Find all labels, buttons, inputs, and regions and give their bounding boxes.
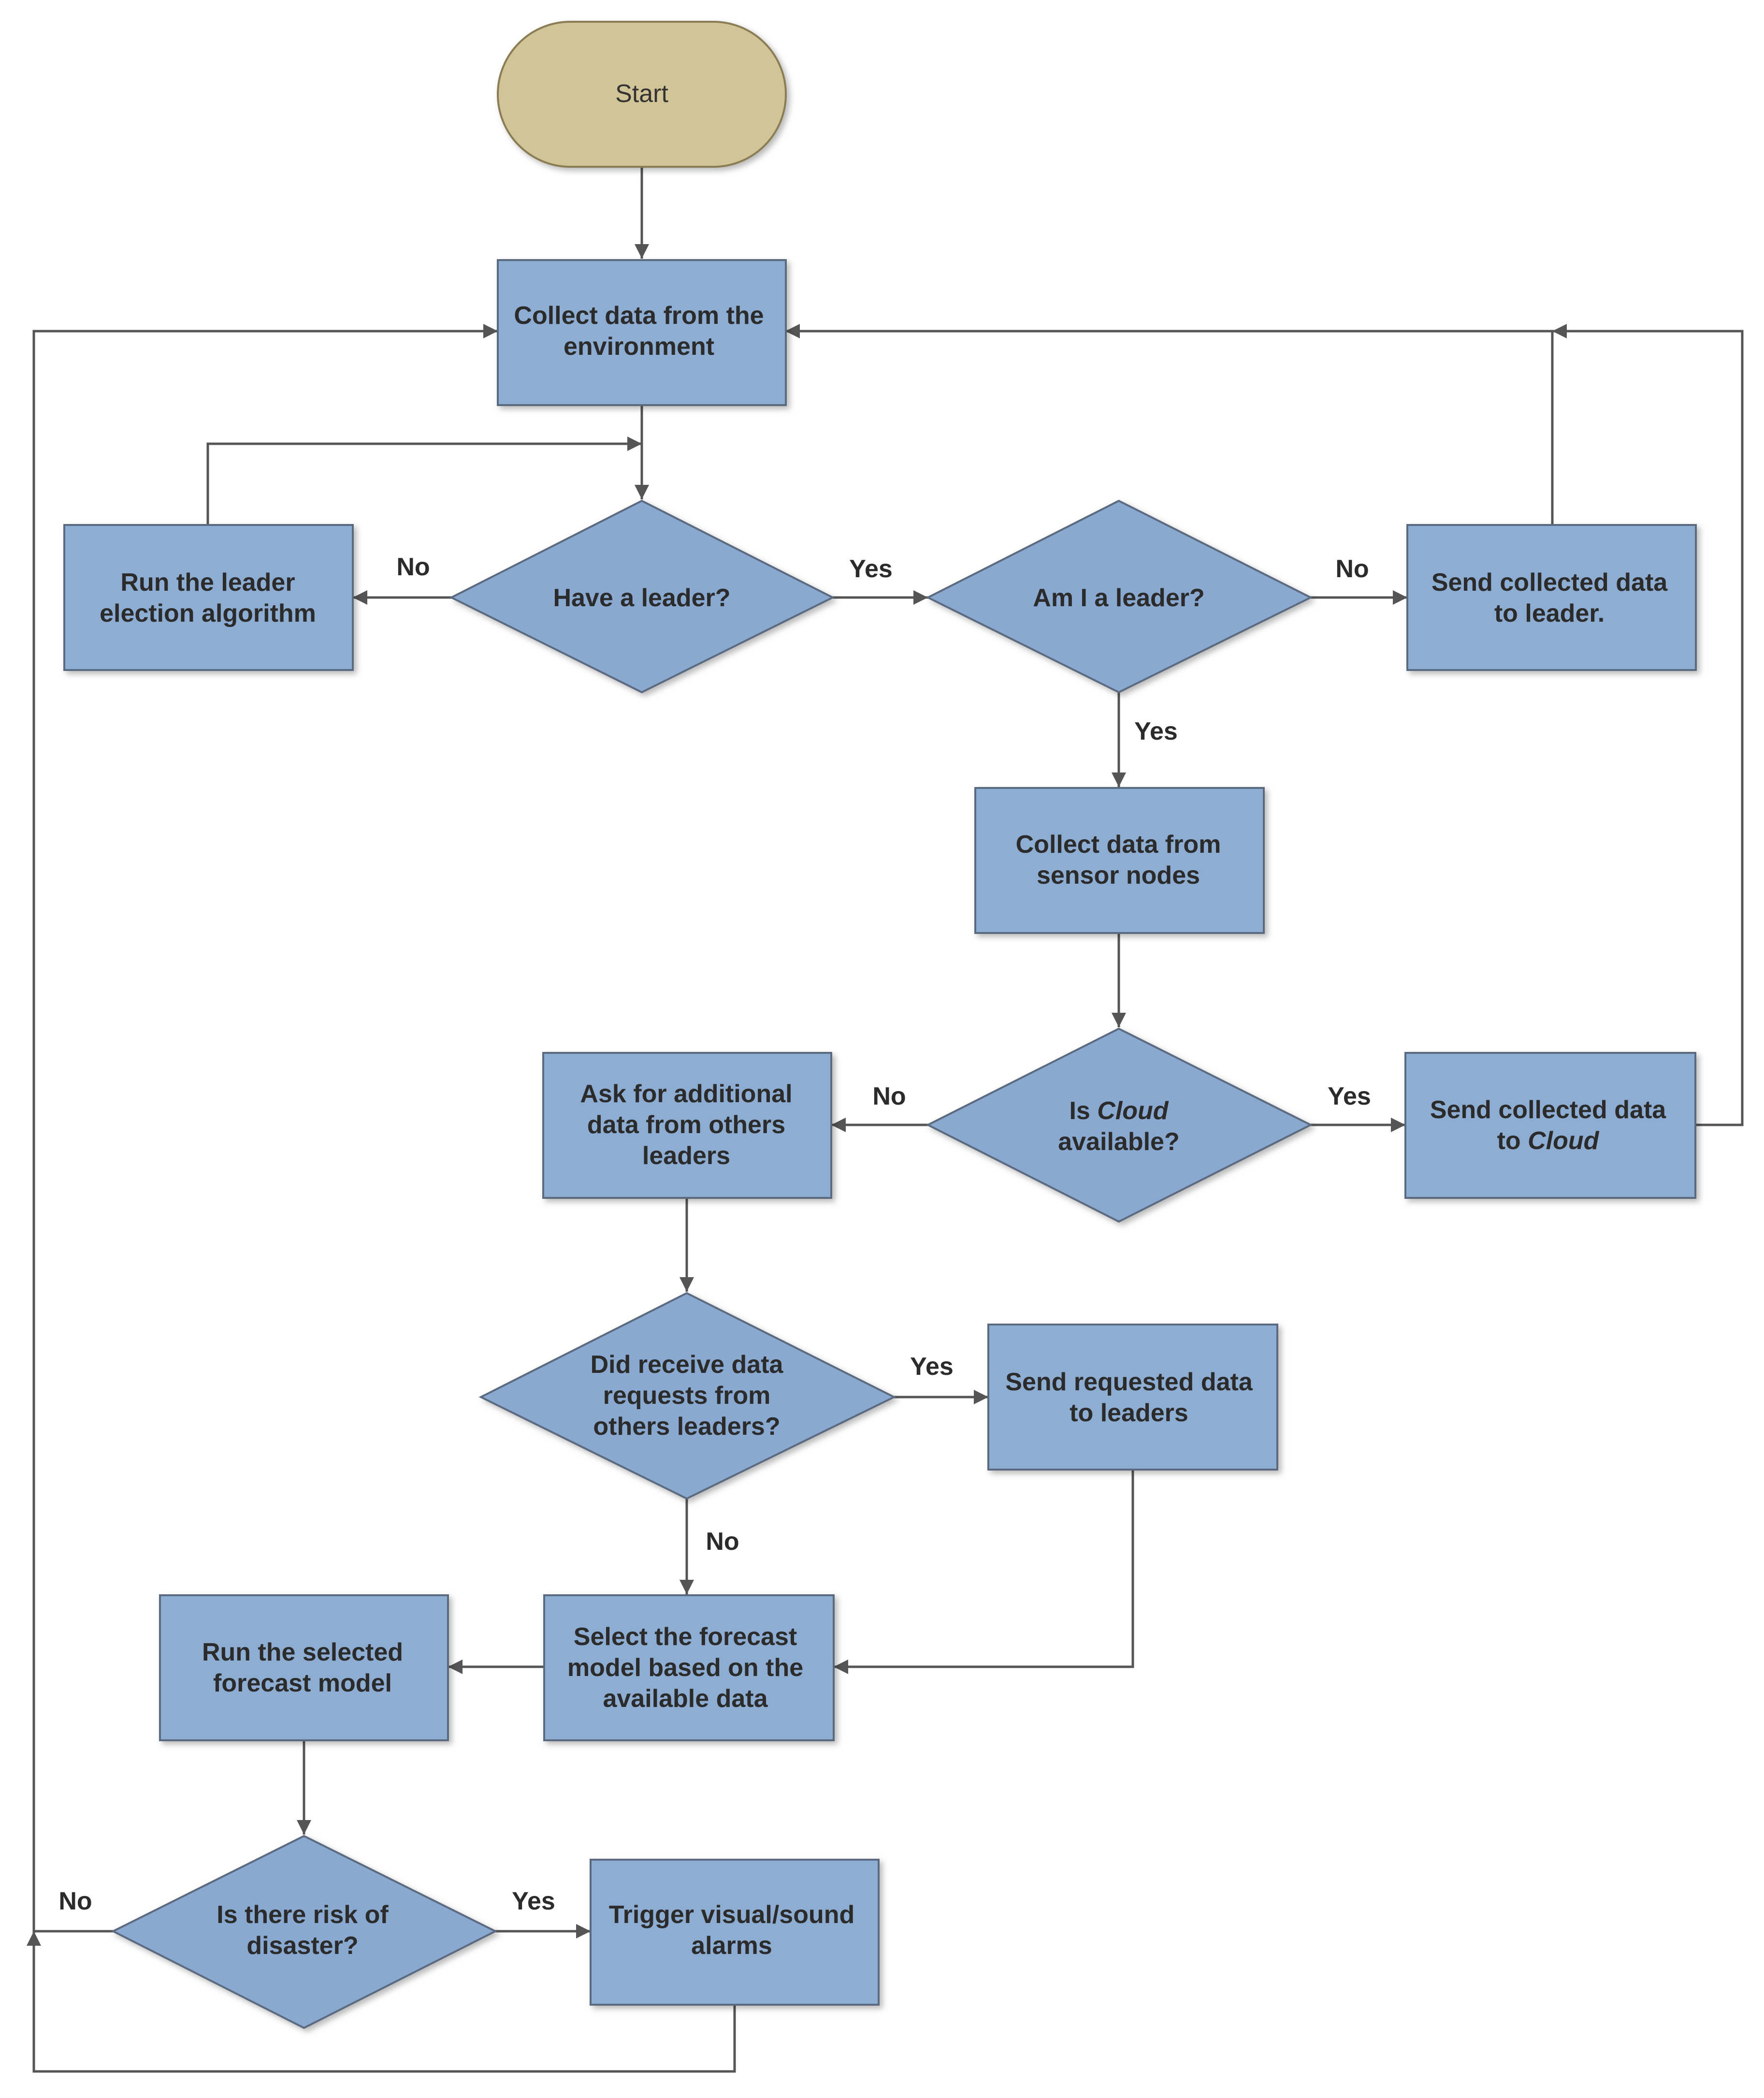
receive-requests-label: Did receive data requests from others lead… <box>591 1351 784 1441</box>
node-label-part: Send collected data <box>1430 1096 1666 1124</box>
collect-env-label: Collect data from the environment <box>514 302 764 361</box>
node-label-part: Is <box>1069 1097 1097 1125</box>
run-model-label: Run the selected forecast model <box>202 1638 403 1697</box>
edge-risk-no-loop <box>32 324 498 1933</box>
node-label-part: Send requested data <box>1005 1368 1253 1396</box>
node-label-part: model based on the <box>567 1654 803 1682</box>
node-label-part: data from others <box>587 1111 785 1139</box>
am-i-leader-label: Am I a leader? <box>1033 584 1204 612</box>
am-i-leader-yes-label: Yes <box>1134 717 1178 745</box>
node-label-part: Did receive data <box>591 1351 784 1379</box>
cloud-available-label: Is Cloud available? <box>1058 1097 1179 1156</box>
node-label-part: election algorithm <box>100 599 316 627</box>
cloud-no-label: No <box>872 1082 906 1110</box>
node-label-part: to <box>1497 1127 1528 1155</box>
risk-disaster-decision <box>111 1835 498 2029</box>
node-label-part: forecast model <box>213 1669 392 1697</box>
node-label-part: to leader. <box>1494 599 1605 627</box>
have-leader-no-label: No <box>396 553 430 581</box>
cloud-available-decision <box>925 1027 1313 1223</box>
nodes <box>63 21 1697 2029</box>
node-label-part: disaster? <box>246 1932 358 1960</box>
node-label-part: Cloud <box>1528 1127 1600 1155</box>
node-label-part: Trigger visual/sound <box>609 1901 855 1929</box>
node-label-part: requests from <box>603 1382 771 1410</box>
node-label-part: leaders <box>642 1142 730 1170</box>
requests-yes-label: Yes <box>910 1353 954 1381</box>
node-label-part: Select the forecast <box>574 1623 797 1651</box>
am-i-leader-no-label: No <box>1335 555 1369 583</box>
risk-no-label: No <box>58 1887 92 1915</box>
edge-send-leader-loop <box>785 324 1554 525</box>
select-model-label: Select the forecast model based on the ava… <box>567 1623 803 1713</box>
node-label-part: Send collected data <box>1431 568 1668 597</box>
node-label-part: Collect data from the <box>514 302 764 330</box>
node-label-part: Have a leader? <box>553 584 730 612</box>
receive-requests-decision <box>478 1292 896 1500</box>
edge-labels: No Yes No Yes No Yes Yes No No Yes <box>58 553 1371 1915</box>
node-label-part: Run the leader <box>120 568 295 597</box>
am-i-leader-decision <box>925 499 1313 694</box>
node-label-part: others leaders? <box>593 1413 780 1441</box>
send-requested-process <box>987 1324 1278 1471</box>
start-label: Start <box>615 80 668 108</box>
send-to-cloud-label: Send collected data to Cloud <box>1430 1096 1666 1155</box>
node-label-part: Run the selected <box>202 1638 403 1666</box>
node-label-part: available? <box>1058 1128 1179 1156</box>
trigger-alarms-process <box>590 1859 880 2006</box>
ask-additional-label: Ask for additional data from others leader… <box>580 1080 792 1170</box>
node-label-part: alarms <box>691 1932 772 1960</box>
collect-sensor-process <box>974 787 1265 934</box>
node-label-part: available data <box>603 1685 768 1713</box>
collect-env-process <box>497 259 787 406</box>
node-label-part: environment <box>564 333 714 361</box>
cloud-yes-label: Yes <box>1328 1082 1371 1110</box>
ask-additional-process <box>542 1052 832 1199</box>
edge-send-requested-to-select <box>834 1470 1134 1674</box>
risk-yes-label: Yes <box>512 1887 555 1915</box>
node-label-part: Am I a leader? <box>1033 584 1204 612</box>
node-labels: Start Collect data from the environment H… <box>100 80 1668 1960</box>
node-label-part: Collect data from <box>1016 830 1221 859</box>
have-leader-label: Have a leader? <box>553 584 730 612</box>
start-terminal <box>497 21 787 168</box>
have-leader-decision <box>449 499 835 694</box>
node-label-part: Start <box>615 80 668 108</box>
trigger-alarms-label: Trigger visual/sound alarms <box>609 1901 855 1960</box>
send-to-cloud-process <box>1404 1052 1696 1199</box>
node-label-part: Cloud <box>1097 1097 1169 1125</box>
node-label-part: Ask for additional <box>580 1080 792 1108</box>
run-model-process <box>159 1594 449 1741</box>
send-requested-label: Send requested data to leaders <box>1005 1368 1253 1427</box>
edge-send-cloud-loop <box>1552 324 1744 1126</box>
edge-alarms-loop <box>27 1931 736 2073</box>
edge-election-loop <box>206 437 642 525</box>
requests-no-label: No <box>706 1528 739 1556</box>
node-label-part: Is there risk of <box>217 1901 389 1929</box>
run-election-process <box>63 524 354 671</box>
send-to-leader-process <box>1406 524 1697 671</box>
connectors <box>27 167 1744 2073</box>
node-label-part: sensor nodes <box>1037 861 1200 889</box>
risk-disaster-label: Is there risk of disaster? <box>217 1901 389 1960</box>
node-label-part: to leaders <box>1070 1399 1188 1427</box>
select-model-process <box>543 1594 835 1741</box>
have-leader-yes-label: Yes <box>849 555 893 583</box>
